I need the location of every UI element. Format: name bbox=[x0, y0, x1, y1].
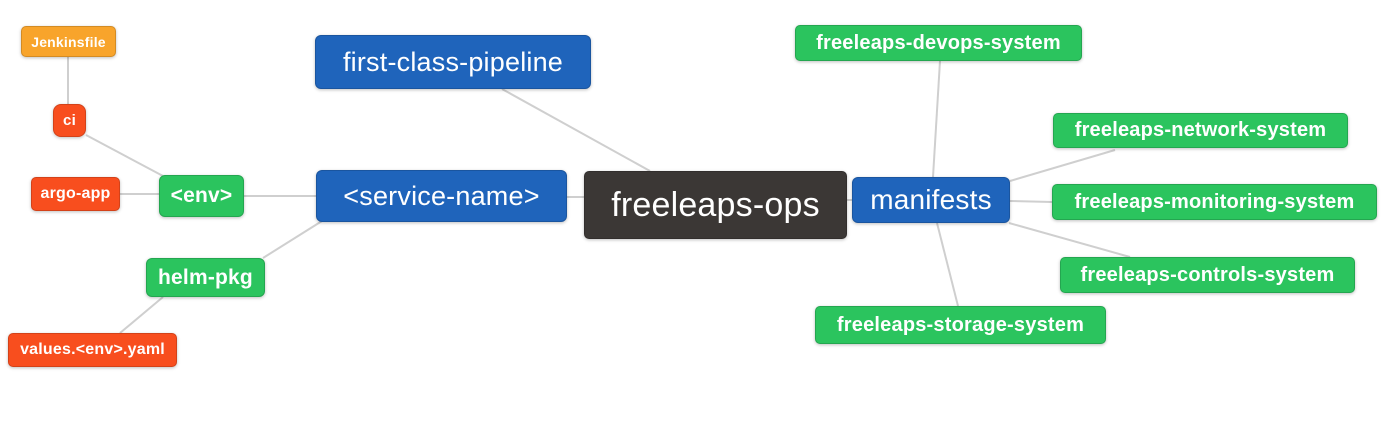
node-label: <service-name> bbox=[343, 180, 540, 211]
node-monitoring-system[interactable]: freeleaps-monitoring-system bbox=[1052, 184, 1377, 220]
node-controls-system[interactable]: freeleaps-controls-system bbox=[1060, 257, 1355, 293]
node-ci[interactable]: ci bbox=[53, 104, 86, 137]
node-label: ci bbox=[63, 112, 76, 129]
node-label: freeleaps-devops-system bbox=[816, 31, 1061, 54]
node-label: values.<env>.yaml bbox=[20, 341, 165, 358]
node-argo-app[interactable]: argo-app bbox=[31, 177, 120, 211]
node-env[interactable]: <env> bbox=[159, 175, 244, 217]
node-label: freeleaps-monitoring-system bbox=[1074, 190, 1355, 213]
node-values-env-yaml[interactable]: values.<env>.yaml bbox=[8, 333, 177, 367]
node-devops-system[interactable]: freeleaps-devops-system bbox=[795, 25, 1082, 61]
node-label: first-class-pipeline bbox=[342, 46, 564, 77]
node-label: freeleaps-storage-system bbox=[836, 313, 1085, 336]
node-first-class-pipeline[interactable]: first-class-pipeline bbox=[315, 35, 591, 89]
node-jenkinsfile[interactable]: Jenkinsfile bbox=[21, 26, 116, 57]
node-freeleaps-ops[interactable]: freeleaps-ops bbox=[584, 171, 847, 239]
node-label: manifests bbox=[870, 184, 992, 215]
node-helm-pkg[interactable]: helm-pkg bbox=[146, 258, 265, 297]
node-label: Jenkinsfile bbox=[31, 33, 106, 50]
node-storage-system[interactable]: freeleaps-storage-system bbox=[815, 306, 1106, 344]
node-network-system[interactable]: freeleaps-network-system bbox=[1053, 113, 1348, 148]
node-label: <env> bbox=[170, 184, 233, 207]
node-manifests[interactable]: manifests bbox=[852, 177, 1010, 223]
node-service-name[interactable]: <service-name> bbox=[316, 170, 567, 222]
node-label: freeleaps-controls-system bbox=[1080, 263, 1335, 286]
node-label: freeleaps-ops bbox=[611, 185, 820, 224]
node-label: helm-pkg bbox=[158, 265, 253, 289]
node-label: argo-app bbox=[40, 185, 111, 202]
node-label: freeleaps-network-system bbox=[1074, 119, 1327, 141]
